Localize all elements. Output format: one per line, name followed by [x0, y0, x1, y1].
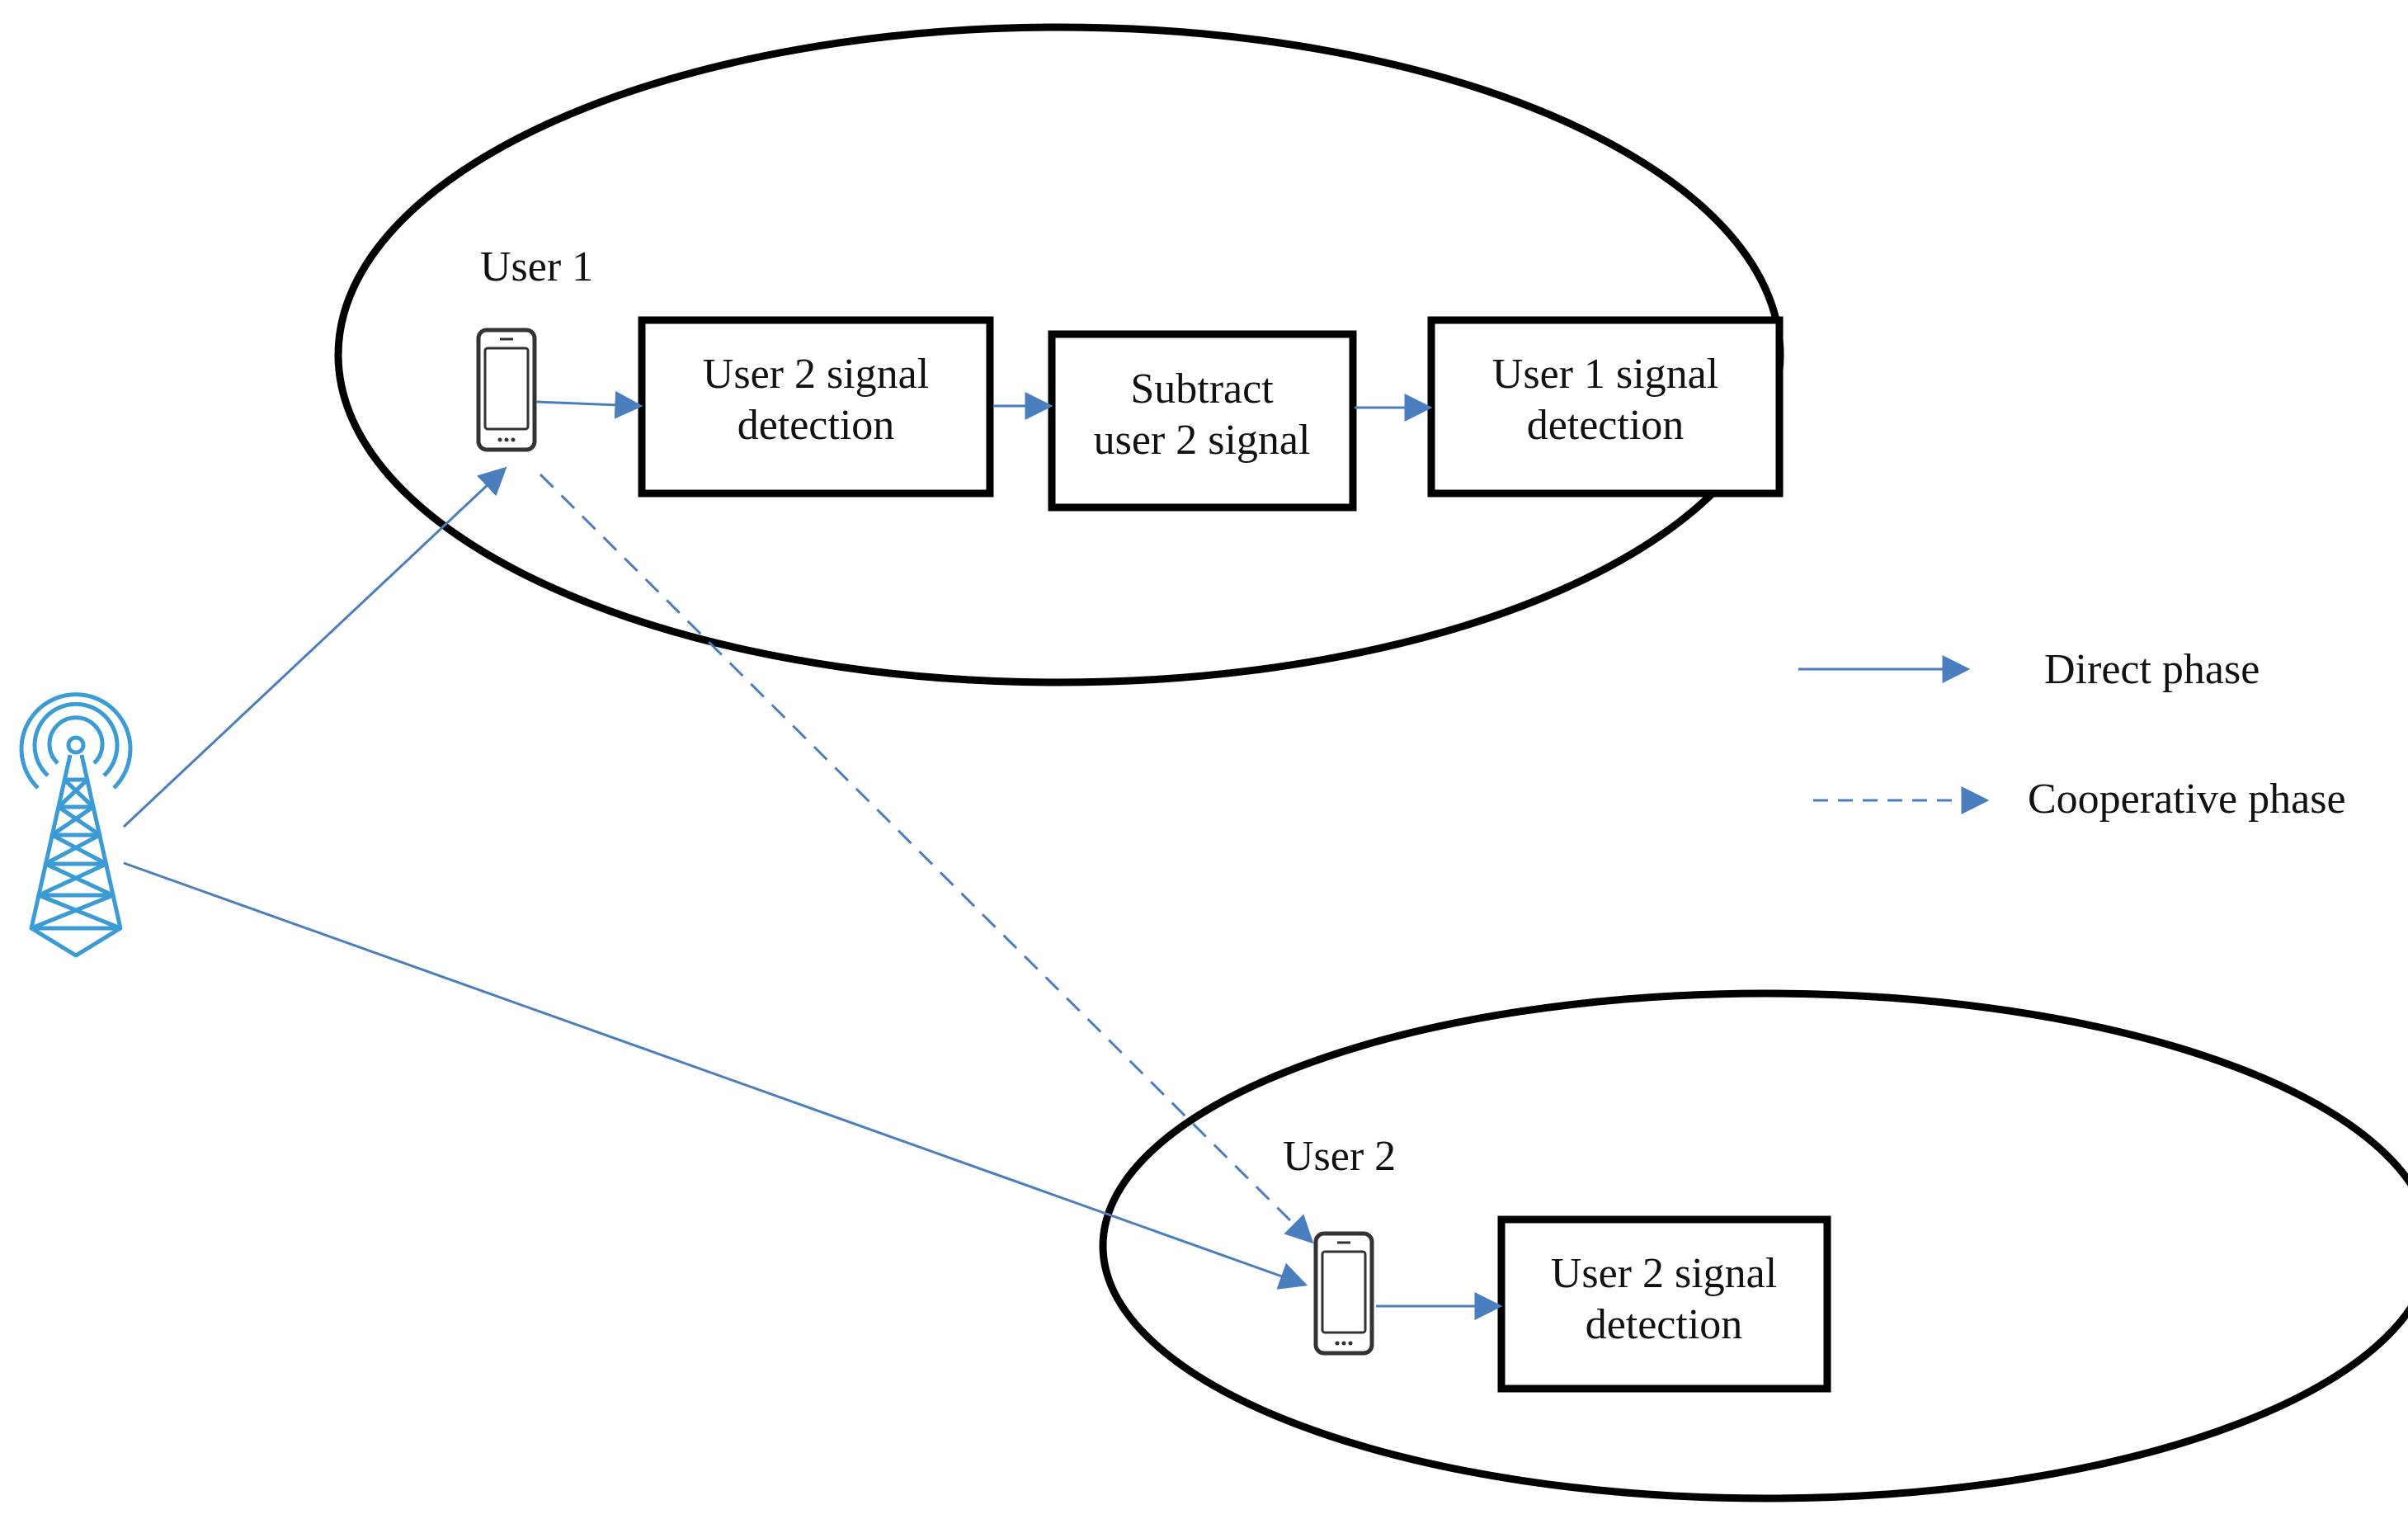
smartphone-icon: [1313, 1231, 1374, 1356]
svg-text:Subtract: Subtract: [1130, 366, 1274, 413]
svg-text:User 2 signal: User 2 signal: [703, 351, 929, 398]
user1-step-user1-detection: User 1 signal detection: [1427, 316, 1784, 498]
legend-direct-label: Direct phase: [2044, 646, 2260, 693]
user1-step-user2-detection: User 2 signal detection: [638, 316, 994, 498]
legend-cooperative-label: Cooperative phase: [2028, 776, 2346, 823]
user2-step-user2-detection: User 2 signal detection: [1497, 1215, 1831, 1393]
svg-text:user 2 signal: user 2 signal: [1094, 417, 1311, 464]
direct-link-user2: [123, 861, 1308, 1290]
svg-text:detection: detection: [1586, 1301, 1743, 1348]
legend-cooperative: Cooperative phase: [1813, 776, 2346, 823]
user2-label: User 2: [1283, 1133, 1396, 1180]
legend-direct: Direct phase: [1798, 646, 2260, 693]
svg-text:User 2 signal: User 2 signal: [1551, 1250, 1777, 1297]
smartphone-icon: [476, 328, 537, 452]
user1-label: User 1: [480, 243, 593, 290]
user2-region: [1099, 989, 2408, 1502]
legend: Direct phase Cooperative phase: [1798, 646, 2346, 823]
cooperative-link: [539, 473, 1314, 1244]
svg-text:User 1 signal: User 1 signal: [1492, 351, 1718, 398]
user1-step-subtract: Subtract user 2 signal: [1048, 330, 1357, 512]
svg-text:detection: detection: [737, 402, 895, 449]
cell-tower-icon: [19, 692, 133, 958]
svg-text:detection: detection: [1527, 402, 1685, 449]
direct-link-user1: [122, 466, 507, 828]
flow-arrow: [535, 390, 643, 419]
